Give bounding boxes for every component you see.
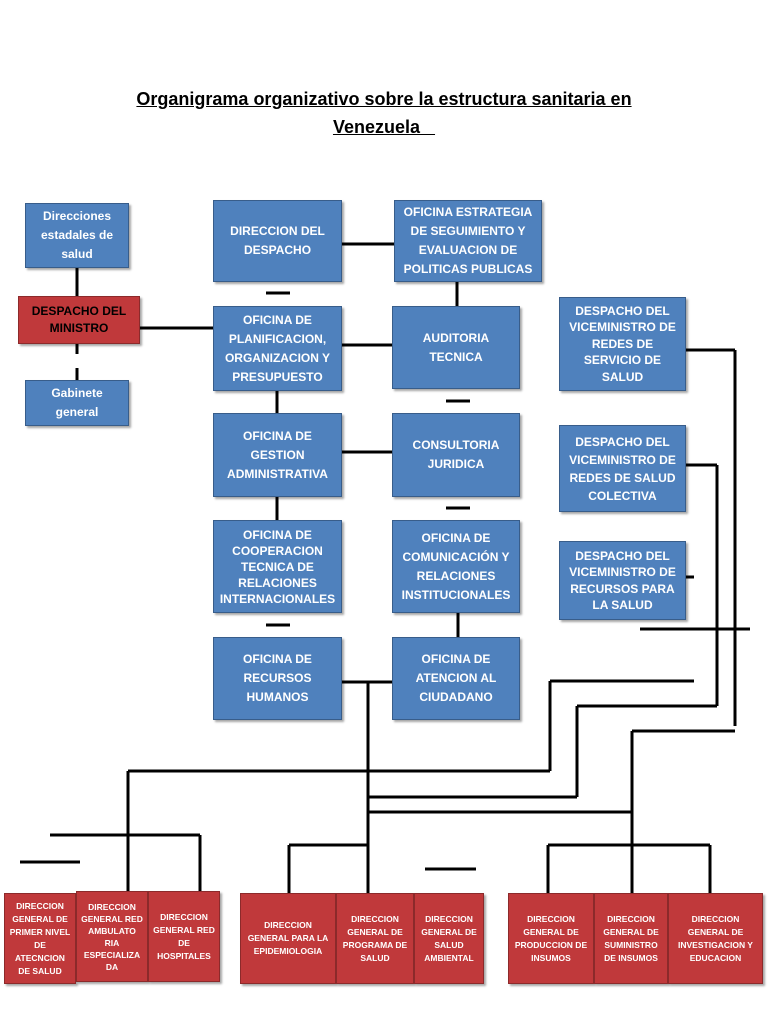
box-vice-redes-colectiva: DESPACHO DEL VICEMINISTRO DE REDES DE SA…: [559, 425, 686, 512]
box-dir-programa: DIRECCION GENERAL DE PROGRAMA DE SALUD: [336, 893, 414, 984]
box-oficina-estrategia: OFICINA ESTRATEGIA DE SEGUIMIENTO Y EVAL…: [394, 200, 542, 282]
box-dir-primer-nivel: DIRECCION GENERAL DE PRIMER NIVEL DE ATE…: [4, 893, 76, 984]
box-gabinete-general: Gabinete general: [25, 380, 129, 426]
box-dir-suministro: DIRECCION GENERAL DE SUMINISTRO DE INSUM…: [594, 893, 668, 984]
box-dir-produccion: DIRECCION GENERAL DE PRODUCCION DE INSUM…: [508, 893, 594, 984]
box-vice-recursos: DESPACHO DEL VICEMINISTRO DE RECURSOS PA…: [559, 541, 686, 620]
box-auditoria-tecnica: AUDITORIA TECNICA: [392, 306, 520, 389]
box-despacho-ministro: DESPACHO DEL MINISTRO: [18, 296, 140, 344]
box-oficina-gestion: OFICINA DE GESTION ADMINISTRATIVA: [213, 413, 342, 497]
title-line-2: Venezuela: [332, 117, 421, 137]
box-dir-ambiental: DIRECCION GENERAL DE SALUD AMBIENTAL: [414, 893, 484, 984]
box-consultoria-juridica: CONSULTORIA JURIDICA: [392, 413, 520, 497]
page-title: Organigrama organizativo sobre la estruc…: [0, 86, 768, 112]
box-oficina-recursos-humanos: OFICINA DE RECURSOS HUMANOS: [213, 637, 342, 720]
box-direcciones-estadales: Direcciones estadales de salud: [25, 203, 129, 268]
box-dir-investigacion: DIRECCION GENERAL DE INVESTIGACION Y EDU…: [668, 893, 763, 984]
box-dir-ambulatoria: DIRECCION GENERAL RED AMBULATO RIA ESPEC…: [76, 891, 148, 982]
box-oficina-cooperacion: OFICINA DE COOPERACION TECNICA DE RELACI…: [213, 520, 342, 613]
page-title-line-2: Venezuela: [0, 114, 768, 140]
box-dir-hospitales: DIRECCION GENERAL RED DE HOSPITALES: [148, 891, 220, 982]
box-oficina-planificacion: OFICINA DE PLANIFICACION, ORGANIZACION Y…: [213, 306, 342, 391]
box-oficina-comunicacion: OFICINA DE COMUNICACIÓN Y RELACIONES INS…: [392, 520, 520, 613]
box-oficina-atencion: OFICINA DE ATENCION AL CIUDADANO: [392, 637, 520, 720]
box-vice-redes-servicio: DESPACHO DEL VICEMINISTRO DE REDES DE SE…: [559, 297, 686, 391]
box-dir-epidemiologia: DIRECCION GENERAL PARA LA EPIDEMIOLOGIA: [240, 893, 336, 984]
title-line-1: Organigrama organizativo sobre la estruc…: [136, 89, 632, 109]
box-direccion-despacho: DIRECCION DEL DESPACHO: [213, 200, 342, 282]
